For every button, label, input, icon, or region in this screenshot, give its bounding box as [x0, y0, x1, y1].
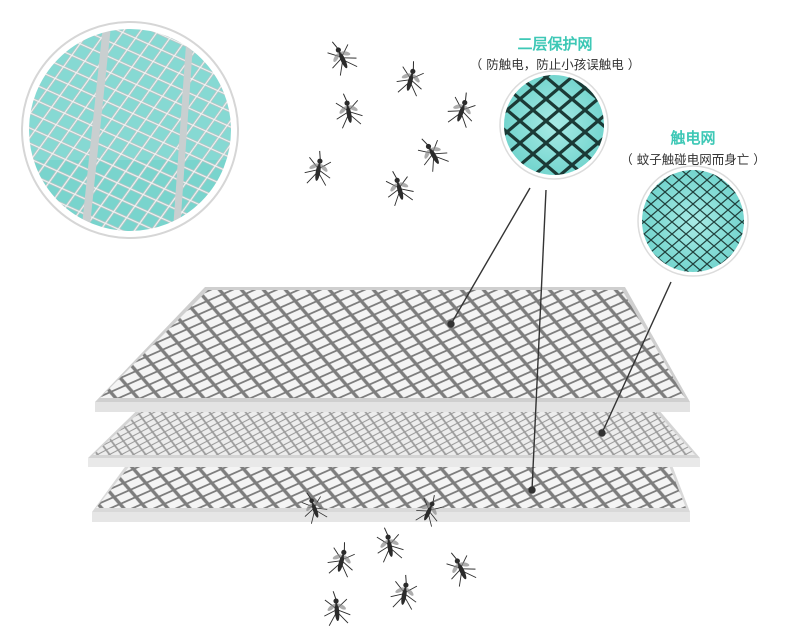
mosquito-icon	[324, 538, 360, 580]
electric-mesh-lens	[637, 165, 749, 277]
mosquito-swarm-top	[302, 34, 481, 208]
mosquito-icon	[411, 130, 453, 175]
protective-mesh-subtitle: （ 防触电，防止小孩误触电 ）	[469, 57, 641, 72]
mosquito-icon	[332, 90, 365, 130]
electric-mesh-title: 触电网	[670, 129, 716, 147]
mosquito-icon	[302, 148, 335, 188]
mosquito-icon	[321, 34, 361, 78]
mosquito-icon	[373, 524, 406, 564]
mesh-layer-back	[92, 460, 690, 522]
mosquito-icon	[381, 166, 417, 208]
electric-mesh-subtitle: （ 蚊子触碰电网而身亡 ）	[620, 152, 766, 167]
callout-lines	[447, 187, 672, 494]
mosquito-icon	[393, 57, 429, 99]
mosquito-icon	[440, 545, 480, 589]
closeup-photo-lens	[21, 21, 239, 239]
mesh-layer-front	[95, 287, 690, 412]
mosquito-icon	[443, 88, 481, 131]
mosquito-icon	[321, 589, 352, 627]
protective-mesh-lens	[499, 70, 609, 180]
protective-mesh-title: 二层保护网	[517, 35, 593, 53]
mosquito-icon	[388, 572, 421, 612]
